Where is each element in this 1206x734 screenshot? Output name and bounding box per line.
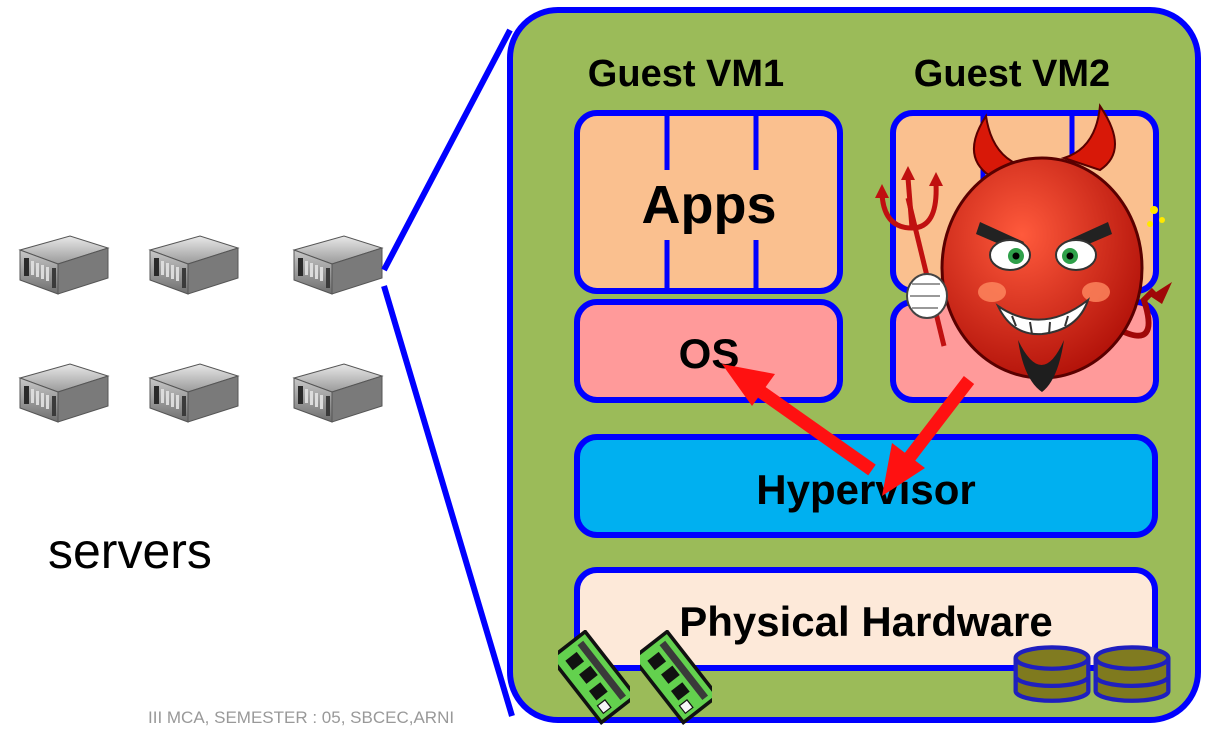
server-rack-icon bbox=[149, 235, 239, 295]
hypervisor-layer: Hypervisor bbox=[574, 434, 1158, 538]
disk-storage-icon bbox=[1016, 647, 1089, 700]
server-rack-icon bbox=[293, 363, 383, 423]
servers-label: servers bbox=[48, 523, 212, 579]
hypervisor-label: Hypervisor bbox=[756, 466, 975, 513]
attack-arrow-down-head bbox=[882, 443, 925, 496]
vm1-title: Guest VM1 bbox=[588, 53, 784, 95]
attack-arrow-up bbox=[746, 378, 876, 476]
hardware-label: Physical Hardware bbox=[679, 598, 1053, 645]
apps-label-bg bbox=[625, 170, 795, 240]
server-farm bbox=[19, 235, 383, 423]
disk-storage-icon bbox=[1096, 647, 1169, 700]
apps-label: Apps bbox=[642, 175, 777, 235]
zoom-line-top bbox=[381, 28, 513, 272]
server-rack-icon bbox=[19, 235, 109, 295]
attack-arrow-down bbox=[900, 376, 975, 466]
attack-arrow-up-head bbox=[722, 364, 775, 406]
devil-attacker-icon bbox=[875, 103, 1172, 392]
server-rack-icon bbox=[19, 363, 109, 423]
server-rack-icon bbox=[149, 363, 239, 423]
footer-text: III MCA, SEMESTER : 05, SBCEC,ARNI bbox=[148, 708, 455, 727]
zoom-lines bbox=[381, 28, 515, 717]
vm2-title: Guest VM2 bbox=[914, 53, 1110, 95]
attack-arrows bbox=[722, 364, 975, 496]
server-rack-icon bbox=[293, 235, 383, 295]
zoom-line-bottom bbox=[381, 285, 515, 717]
hardware-layer: Physical Hardware bbox=[574, 567, 1158, 671]
vm1-os-layer: OS bbox=[574, 299, 843, 403]
vm1-apps-layer: Apps bbox=[574, 110, 843, 294]
